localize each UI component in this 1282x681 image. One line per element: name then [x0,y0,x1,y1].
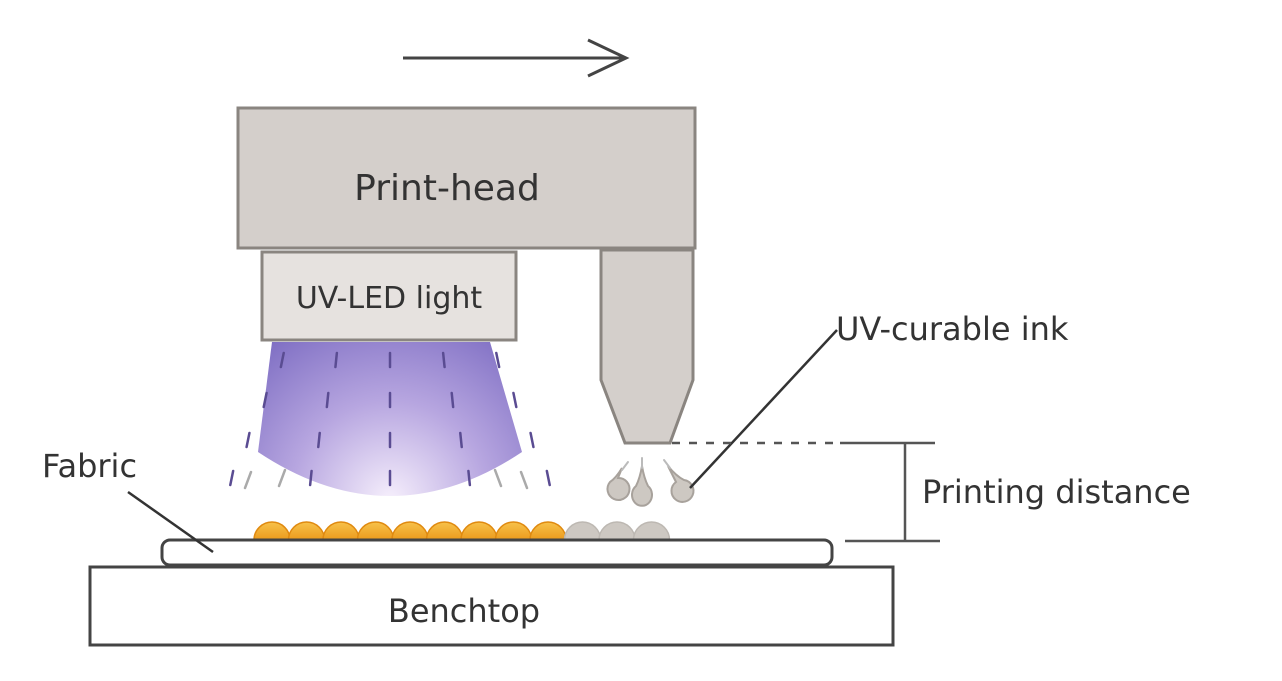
uv-ray-dash [325,391,330,409]
uncured-ink-bead [632,521,671,541]
cured-ink-bead [425,521,464,541]
uv-light-beam [229,342,551,496]
ink-drop [631,465,653,507]
uv-ray-dash [512,391,518,409]
uv-ray-dash [277,468,287,488]
cured-ink-bead [356,521,395,541]
nozzle [599,248,695,445]
uv-ray-dash [519,470,529,490]
cured-ink-bead [391,521,429,541]
printing-distance-marker [672,441,940,543]
ink-beads [253,521,671,541]
uv-ray-dash [317,431,321,449]
uv-ray-dash [243,470,253,490]
printing-distance-label: Printing distance [922,473,1191,511]
cured-ink-bead [460,521,498,541]
cured-ink-bead [322,521,360,541]
uv-led-light: UV-LED light [260,250,518,342]
benchtop-label: Benchtop [388,592,540,630]
fabric [160,538,834,567]
uv-ray-dash [279,351,285,369]
uncured-ink-bead [563,521,602,541]
print-head: Print-head [236,106,697,250]
uv-ray-dash [245,431,251,449]
ink-label: UV-curable ink [836,310,1069,348]
fabric-label: Fabric [42,447,137,485]
cured-ink-bead [494,521,533,541]
uv-led-label: UV-LED light [296,281,483,316]
uv-ray-dash [308,469,313,487]
uv-ray-dash [467,469,472,487]
uncured-ink-bead [598,521,636,541]
print-head-label: Print-head [354,168,540,209]
uv-ray-dash [493,468,503,488]
ink-drop [606,467,631,501]
ink-drop [667,465,695,503]
ink-leader-line [689,329,838,489]
fabric-leader-line [127,490,214,554]
direction-arrow [403,38,630,78]
uv-ray-dash [229,469,235,487]
uv-ray-dash [262,391,268,409]
uv-ray-dash [334,351,339,369]
ink-drops [606,465,695,507]
uv-ray-dash [545,469,551,487]
uv-ray-dash [450,391,455,409]
uv-ray-dash [459,431,463,449]
uv-ray-dash [495,351,501,369]
uv-ray-dash [529,431,535,449]
cured-ink-bead [529,521,567,541]
cured-ink-bead [287,521,326,541]
benchtop: Benchtop [88,565,895,647]
cured-ink-bead [253,521,291,541]
uv-ray-dash [441,351,446,369]
